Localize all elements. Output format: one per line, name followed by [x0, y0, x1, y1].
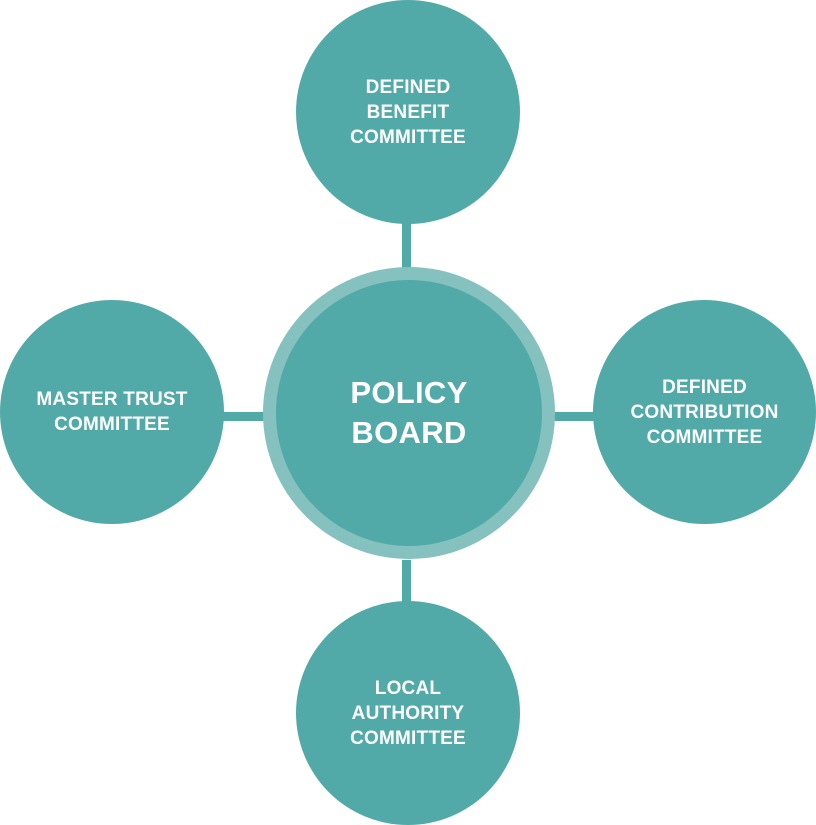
- connector-left: [222, 412, 270, 421]
- connector-right: [552, 412, 598, 421]
- policy-board-node: POLICY BOARD: [276, 280, 542, 546]
- defined-benefit-committee-label: DEFINED BENEFIT COMMITTEE: [350, 76, 466, 148]
- defined-contribution-committee-node: DEFINED CONTRIBUTION COMMITTEE: [593, 300, 816, 524]
- master-trust-committee-label: MASTER TRUST COMMITTEE: [36, 389, 188, 435]
- master-trust-committee-node: MASTER TRUST COMMITTEE: [0, 300, 224, 524]
- defined-benefit-committee-node: DEFINED BENEFIT COMMITTEE: [296, 0, 520, 224]
- defined-contribution-committee-label: DEFINED CONTRIBUTION COMMITTEE: [630, 376, 779, 448]
- local-authority-committee-label: LOCAL AUTHORITY COMMITTEE: [350, 677, 466, 749]
- local-authority-committee-node: LOCAL AUTHORITY COMMITTEE: [296, 601, 520, 825]
- policy-board-label: POLICY BOARD: [350, 375, 468, 450]
- connector-top: [402, 222, 411, 270]
- connector-bottom: [402, 560, 411, 604]
